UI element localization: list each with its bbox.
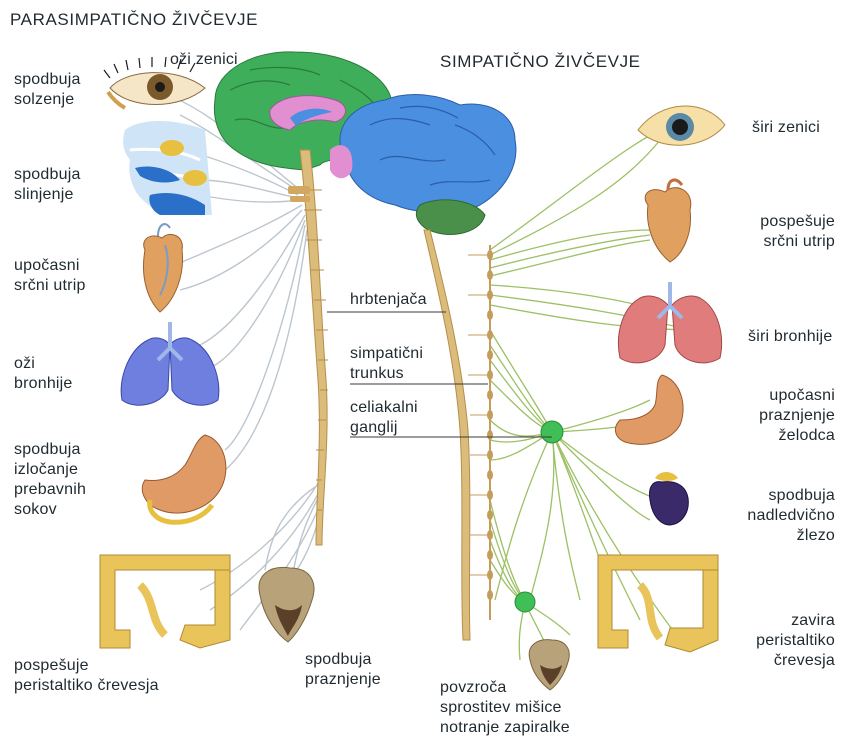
para-eye-label: oži zenici [170, 50, 238, 70]
celiac-ganglion [541, 421, 563, 443]
celiac-ganglion-label: celiakalni ganglij [350, 398, 418, 438]
symp-intestine-label: zavira peristaltiko črevesja [725, 611, 835, 671]
inferior-mesenteric-ganglion [515, 592, 535, 612]
symp-lungs [618, 282, 721, 363]
para-stomach [142, 435, 226, 522]
para-digestive-label: spodbuja izločanje prebavnih sokov [14, 440, 86, 520]
symp-large-intestine [598, 555, 718, 652]
sympathetic-title: SIMPATIČNO ŽIVČEVJE [440, 52, 641, 72]
symp-adrenal-kidney [650, 472, 689, 525]
para-saliva-label: spodbuja slinjenje [14, 165, 81, 205]
para-bladder [259, 567, 314, 642]
sympathetic-trunk-chain [468, 245, 493, 620]
para-intestine-label: pospešuje peristaltiko črevesja [14, 656, 159, 696]
symp-heart-label: pospešuje srčni utrip [730, 212, 835, 252]
symp-bronchi-label: širi bronhije [748, 327, 832, 347]
sympathetic-brain [330, 95, 516, 235]
symp-bladder-label: povzroča sprostitev mišice notranje zapi… [440, 678, 570, 738]
symp-heart [645, 180, 691, 262]
symp-eye [638, 106, 725, 145]
para-heart [143, 224, 182, 312]
sympathetic-spinal-cord [424, 230, 470, 640]
parasympathetic-title: PARASIMPATIČNO ŽIVČEVJE [10, 10, 258, 30]
spinal-cord-label: hrbtenjača [350, 290, 427, 310]
para-tears-label: spodbuja solzenje [14, 70, 81, 110]
symp-adrenal-label: spodbuja nadledvično žlezo [725, 486, 835, 546]
para-head-salivary [123, 121, 212, 215]
para-bladder-label: spodbuja praznjenje [305, 650, 381, 690]
sympathetic-trunk-label: simpatični trunkus [350, 344, 423, 384]
para-large-intestine [100, 555, 230, 648]
symp-stomach-label: upočasni praznjenje želodca [725, 386, 835, 446]
symp-eye-label: širi zenici [752, 118, 820, 138]
para-heart-label: upočasni srčni utrip [14, 256, 86, 296]
para-lungs [121, 322, 219, 405]
para-bronchi-label: oži bronhije [14, 354, 73, 394]
